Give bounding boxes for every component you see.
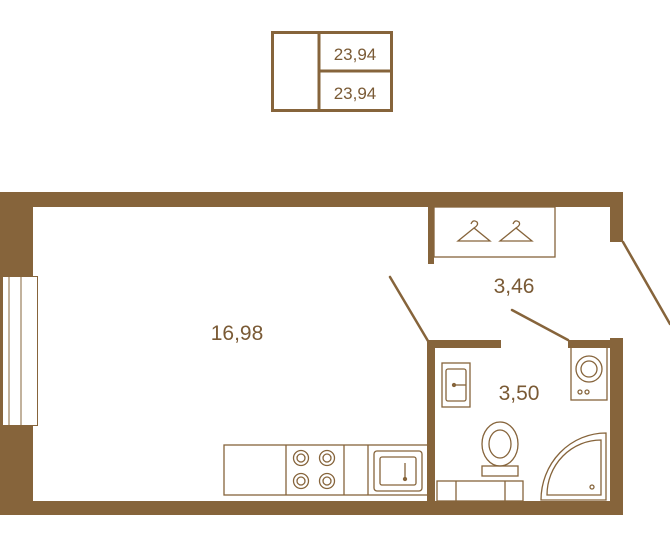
wardrobe-frame xyxy=(433,206,556,258)
wall-top xyxy=(0,192,623,207)
wall-bathroom-left xyxy=(427,340,435,510)
window xyxy=(2,276,38,426)
washing-machine-icon xyxy=(570,345,608,401)
window-opening xyxy=(2,276,38,426)
toilet-icon xyxy=(481,421,519,477)
legend-living-area: 23,94 xyxy=(334,84,377,103)
door-entrance xyxy=(621,240,670,326)
stove-icon xyxy=(292,449,336,490)
hallway-area-label: 3,46 xyxy=(494,275,535,298)
bathroom-fixtures xyxy=(436,345,608,502)
area-legend: 23,94 23,94 xyxy=(271,31,393,112)
legend-total-area: 23,94 xyxy=(334,45,377,64)
wall-right-lower xyxy=(610,338,623,515)
sink-icon xyxy=(373,450,423,492)
kitchen-counter xyxy=(223,444,429,496)
wall-bottom xyxy=(0,501,623,515)
counter-frame xyxy=(223,444,429,496)
hanger-icon xyxy=(498,220,534,242)
shower-icon xyxy=(540,432,607,501)
wall-wardrobe-partition xyxy=(428,192,434,264)
hanger-icon xyxy=(456,220,492,242)
wall-bathroom-top-left xyxy=(427,340,501,348)
door-main-room xyxy=(388,275,430,343)
towel-rail xyxy=(436,480,524,502)
bathroom-sink-icon xyxy=(441,362,471,408)
wall-bathroom-top-right xyxy=(568,340,618,348)
door-bathroom xyxy=(510,308,570,342)
bathroom-area-label: 3,50 xyxy=(499,382,540,405)
wall-right-upper xyxy=(610,192,623,242)
wardrobe xyxy=(433,206,556,258)
main-room-area-label: 16,98 xyxy=(211,322,264,345)
doors xyxy=(388,240,670,343)
window-frame xyxy=(2,276,38,426)
